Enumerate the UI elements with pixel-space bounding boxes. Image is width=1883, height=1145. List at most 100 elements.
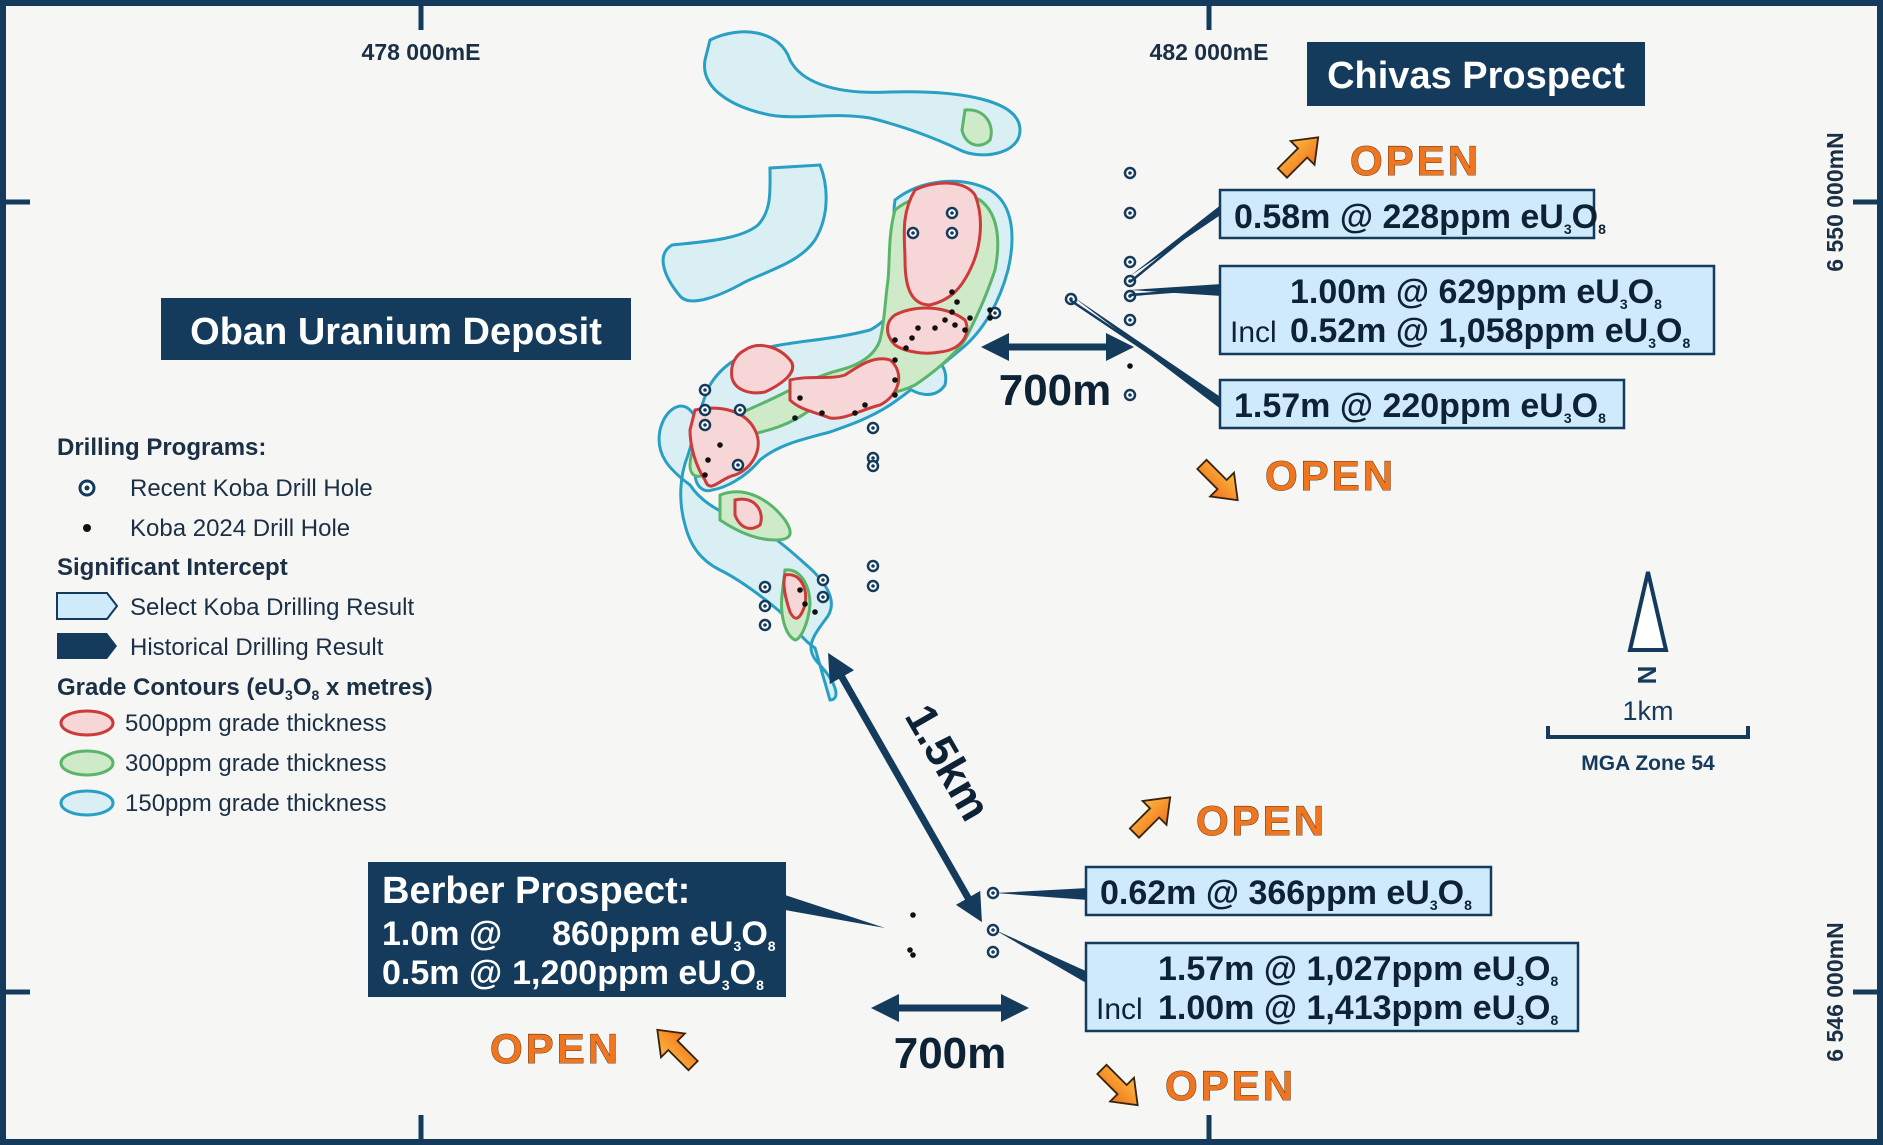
berber-distance-label: 700m [894, 1029, 1007, 1078]
legend-intercept-heading: Significant Intercept [57, 554, 288, 581]
recent-drill-hole-center [738, 408, 742, 412]
recent-drill-hole-center [871, 426, 875, 430]
koba2024-drill-hole [792, 415, 798, 421]
recent-drill-hole-center [993, 311, 997, 315]
chivas-intercept-box-3 [1218, 378, 1626, 430]
koba2024-drill-hole [892, 357, 898, 363]
recent-drill-hole-center [950, 231, 954, 235]
scale-bar: 1km MGA Zone 54 [1546, 696, 1750, 775]
recent-drill-hole-center [991, 891, 995, 895]
recent-drill-hole-center [703, 423, 707, 427]
berber-intercept-box-2 [1084, 941, 1580, 1033]
svg-text:N: N [1632, 666, 1662, 685]
koba2024-drill-hole [949, 289, 955, 295]
easting-478000-label: 478 000mE [362, 39, 481, 65]
map-zone-label: MGA Zone 54 [1581, 752, 1715, 775]
diagonal-distance-arrow [828, 652, 982, 923]
koba2024-drill-hole [797, 395, 803, 401]
koba2024-drill-hole [903, 345, 909, 351]
chivas-intercept-1: 0.58m @ 228ppm eU3O8 [1234, 198, 1606, 237]
berber-box [368, 862, 786, 997]
recent-drill-hole-center [1128, 260, 1132, 264]
koba2024-drill-hole [907, 947, 913, 953]
chivas-intercept-2a: 1.00m @ 629ppm eU3O8 [1290, 273, 1662, 312]
koba2024-drill-hole [987, 307, 993, 313]
berber-leader-1 [995, 888, 1088, 900]
scale-bar-label: 1km [1622, 696, 1673, 726]
easting-482000-label: 482 000mE [1150, 39, 1269, 65]
legend-150-label: 150ppm grade thickness [125, 790, 387, 817]
open-label: OPEN [1265, 452, 1396, 499]
chivas-intercept-box-1 [1218, 188, 1596, 240]
koba2024-drill-hole [852, 410, 858, 416]
legend-select-label: Select Koba Drilling Result [130, 594, 414, 621]
koba2024-hole-symbol-icon [83, 524, 91, 532]
chivas-intercept-3: 1.57m @ 220ppm eU3O8 [1234, 387, 1606, 426]
recent-drill-hole-center [1128, 171, 1132, 175]
open-label: OPEN [1165, 1062, 1296, 1109]
open-label: OPEN [1196, 797, 1327, 844]
recent-drill-hole-center [1128, 318, 1132, 322]
koba2024-drill-hole [910, 912, 916, 918]
koba2024-drill-hole [705, 457, 711, 463]
recent-drill-hole-center [763, 604, 767, 608]
recent-drill-hole-center [871, 456, 875, 460]
koba2024-drill-hole [892, 377, 898, 383]
berber-line-2: 0.5m @1,200ppm eU3O8 [382, 954, 764, 993]
recent-drill-hole-center [821, 578, 825, 582]
koba2024-drill-hole [702, 472, 708, 478]
legend-grade-heading: Grade Contours (eU3O8 x metres) [57, 674, 433, 703]
recent-drill-hole-center [950, 211, 954, 215]
recent-drill-hole-center [871, 584, 875, 588]
legend-recent-label: Recent Koba Drill Hole [130, 475, 373, 502]
legend-koba2024-label: Koba 2024 Drill Hole [130, 515, 350, 542]
legend: Drilling Programs: Recent Koba Drill Hol… [56, 434, 433, 817]
historical-result-symbol-icon [57, 633, 117, 659]
koba2024-drill-hole [892, 392, 898, 398]
chivas-intercept-box-2 [1218, 264, 1716, 356]
berber-intercept-box-1 [1084, 865, 1493, 917]
koba2024-drill-hole [987, 315, 993, 321]
open-label: OPEN [490, 1025, 621, 1072]
recent-drill-hole-center [991, 950, 995, 954]
recent-drill-hole-center [703, 408, 707, 412]
north-arrow-icon: N [1627, 571, 1669, 685]
berber-intercept-1: 0.62m @ 366ppm eU3O8 [1100, 874, 1472, 913]
recent-drill-hole-center [703, 388, 707, 392]
contour-500-symbol-icon [59, 709, 115, 737]
koba2024-drill-hole [932, 325, 938, 331]
recent-drill-hole-center [1128, 393, 1132, 397]
koba2024-drill-hole [962, 327, 968, 333]
chivas-incl-label: Incl [1230, 316, 1277, 349]
northing-6546000-label: 6 546 000mN [1822, 922, 1848, 1061]
recent-drill-hole-center [821, 595, 825, 599]
koba2024-drill-hole [954, 299, 960, 305]
chivas-distance-label: 700m [999, 366, 1112, 415]
koba2024-drill-hole [797, 587, 803, 593]
recent-drill-hole-center [911, 231, 915, 235]
berber-line-1: 1.0m @860ppm eU3O8 [382, 915, 776, 954]
berber-intercept-2a: 1.57m @ 1,027ppm eU3O8 [1158, 950, 1558, 989]
koba2024-drill-hole [952, 322, 958, 328]
koba2024-drill-hole [802, 601, 808, 607]
contour-150-symbol-icon [59, 789, 115, 817]
koba2024-drill-hole [812, 609, 818, 615]
koba2024-drill-hole [910, 952, 916, 958]
recent-drill-hole-center [736, 463, 740, 467]
legend-500-label: 500ppm grade thickness [125, 710, 387, 737]
koba2024-drill-hole [862, 402, 868, 408]
select-result-symbol-icon [56, 592, 119, 620]
chivas-intercept-2b: 0.52m @ 1,058ppm eU3O8 [1290, 312, 1690, 351]
koba2024-drill-hole [942, 317, 948, 323]
oban-title-box [161, 298, 631, 360]
berber-leader-2 [995, 930, 1088, 984]
northing-6550000-label: 6 550 000mN [1822, 132, 1848, 271]
koba2024-drill-hole [967, 315, 973, 321]
recent-drill-hole-center [871, 464, 875, 468]
berber-intercept-2b: 1.00m @ 1,413ppm eU3O8 [1158, 989, 1558, 1028]
koba2024-drill-hole [915, 325, 921, 331]
koba2024-drill-hole [892, 337, 898, 343]
koba2024-drill-hole [949, 309, 955, 315]
koba2024-drill-hole [717, 442, 723, 448]
